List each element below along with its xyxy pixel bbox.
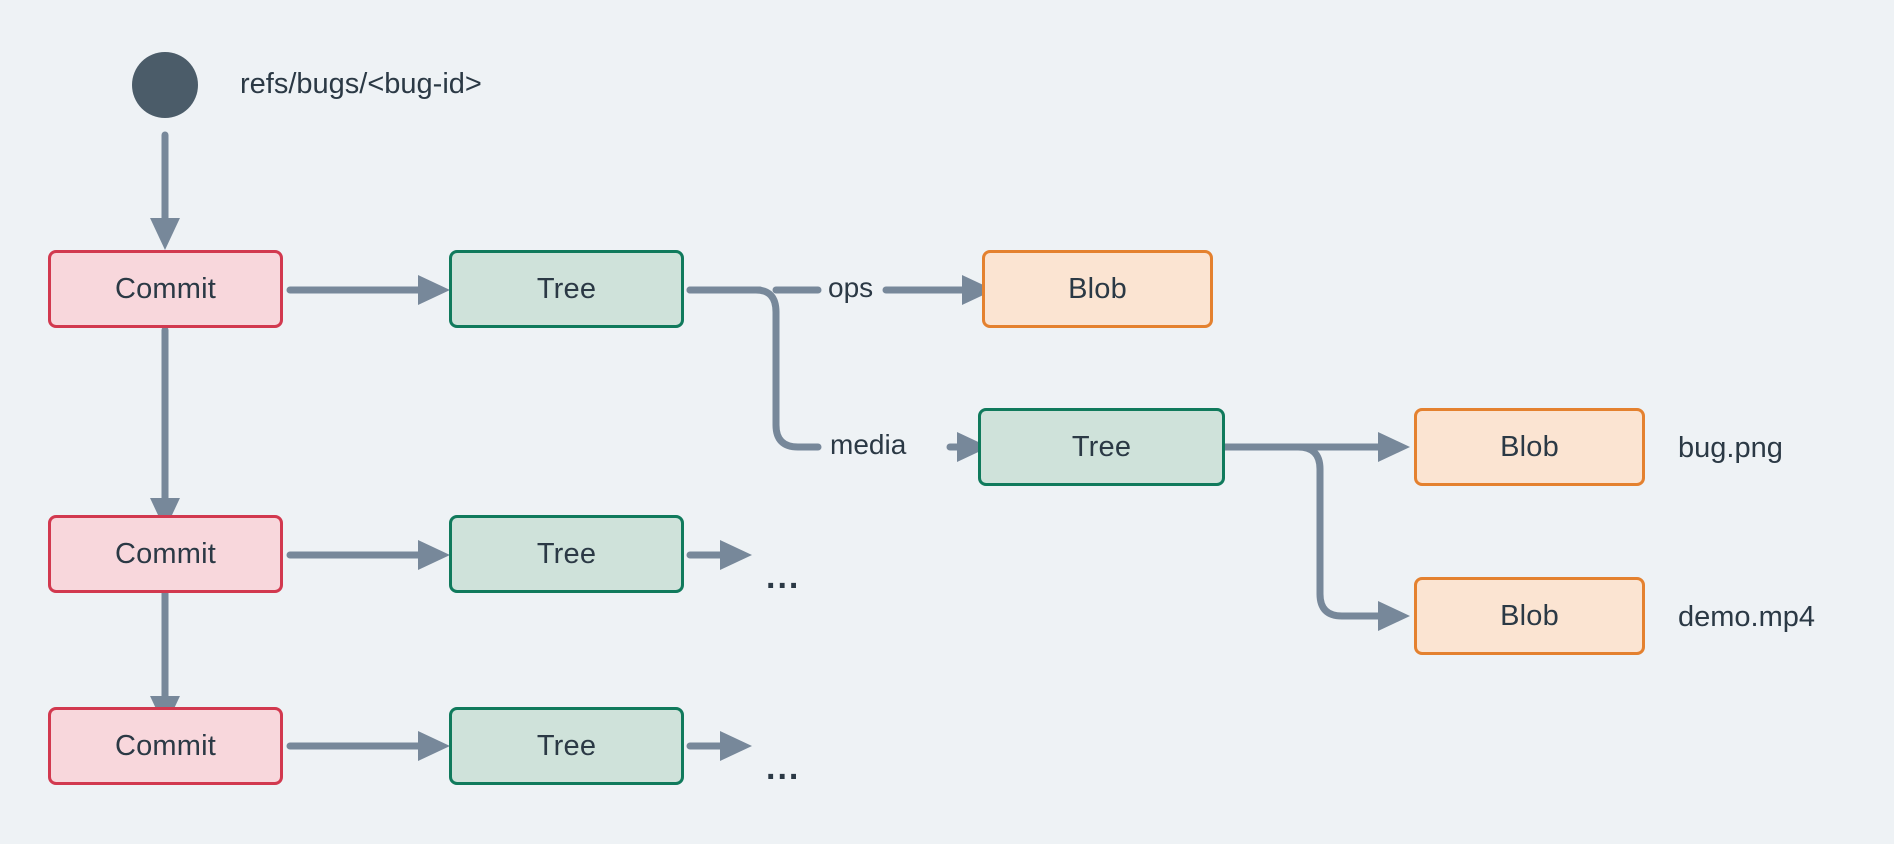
edge-treemedia-to-blob-demomp4 xyxy=(1222,443,1411,632)
node-commit-1[interactable]: Commit xyxy=(48,250,283,328)
node-commit-1-label: Commit xyxy=(114,272,217,305)
node-blob-demo-mp4-label: Blob xyxy=(1500,599,1559,632)
node-tree-root-3-label: Tree xyxy=(536,729,597,762)
node-blob-bug-png[interactable]: Blob xyxy=(1414,408,1645,486)
file-label-bug-png: bug.png xyxy=(1678,432,1783,464)
node-tree-root-3[interactable]: Tree xyxy=(449,707,684,785)
node-blob-ops[interactable]: Blob xyxy=(982,250,1213,328)
node-commit-3[interactable]: Commit xyxy=(48,707,283,785)
node-commit-2-label: Commit xyxy=(114,537,217,570)
node-tree-root-1[interactable]: Tree xyxy=(449,250,684,328)
node-blob-demo-mp4[interactable]: Blob xyxy=(1414,577,1645,655)
ellipsis-row-2: ... xyxy=(766,558,801,596)
ref-label: refs/bugs/<bug-id> xyxy=(240,68,482,100)
node-tree-root-2[interactable]: Tree xyxy=(449,515,684,593)
node-tree-root-1-label: Tree xyxy=(536,272,597,305)
edge-tree1-stem-media xyxy=(686,286,822,451)
node-tree-media-label: Tree xyxy=(1071,430,1132,463)
node-blob-ops-label: Blob xyxy=(1068,272,1127,305)
file-label-demo-mp4: demo.mp4 xyxy=(1678,601,1816,633)
node-tree-media[interactable]: Tree xyxy=(978,408,1225,486)
edge-label-media: media xyxy=(824,429,913,461)
edge-label-ops: ops xyxy=(822,272,880,304)
node-commit-3-label: Commit xyxy=(114,729,217,762)
ellipsis-row-3: ... xyxy=(766,749,801,787)
node-commit-2[interactable]: Commit xyxy=(48,515,283,593)
node-tree-root-2-label: Tree xyxy=(536,537,597,570)
ref-dot-icon xyxy=(132,52,198,118)
node-blob-bug-png-label: Blob xyxy=(1500,430,1559,463)
